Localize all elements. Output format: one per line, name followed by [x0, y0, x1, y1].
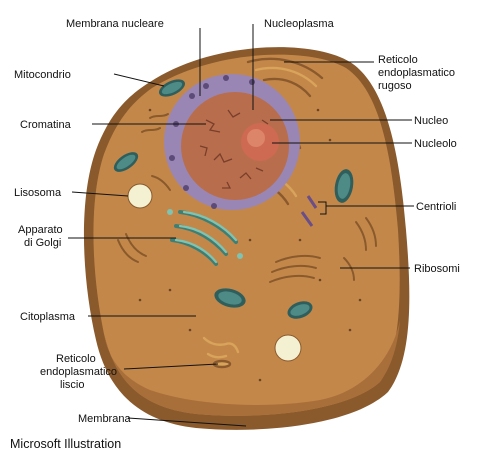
lysosome-lower — [274, 334, 302, 362]
label-nucleolo: Nucleolo — [414, 138, 457, 150]
smooth-er — [202, 336, 240, 369]
nucleolus-highlight — [247, 129, 265, 147]
label-nucleo: Nucleo — [414, 115, 448, 127]
label-reticolo-rugoso-line3: rugoso — [378, 80, 412, 92]
label-reticolo-rugoso-line2: endoplasmatico — [378, 67, 455, 79]
label-nucleoplasma: Nucleoplasma — [264, 18, 335, 30]
ribosomes — [138, 108, 362, 382]
label-reticolo-liscio: Reticolo endoplasmatico liscio — [40, 353, 120, 391]
label-centrioli: Centrioli — [416, 201, 456, 213]
label-cromatina: Cromatina — [20, 119, 72, 131]
chromatin — [199, 109, 269, 189]
label-apparato-golgi: Apparato di Golgi — [18, 224, 66, 249]
label-membrana: Membrana — [78, 413, 131, 425]
credit-text: Microsoft Illustration — [10, 437, 121, 451]
label-apparato-golgi-line1: Apparato — [18, 224, 63, 236]
label-membrana-nucleare: Membrana nucleare — [66, 18, 164, 30]
label-reticolo-rugoso-line1: Reticolo — [378, 54, 418, 66]
label-reticolo-liscio-line2: endoplasmatico — [40, 366, 117, 378]
lysosome — [127, 183, 153, 209]
nucleoplasm — [181, 92, 289, 200]
label-lisosoma: Lisosoma — [14, 187, 62, 199]
label-mitocondrio: Mitocondrio — [14, 69, 71, 81]
label-citoplasma: Citoplasma — [20, 311, 76, 323]
label-apparato-golgi-line2: di Golgi — [24, 237, 61, 249]
label-reticolo-liscio-line3: liscio — [60, 379, 84, 391]
label-ribosomi: Ribosomi — [414, 263, 460, 275]
centrioles — [300, 195, 318, 227]
label-reticolo-liscio-line1: Reticolo — [56, 353, 96, 365]
golgi-apparatus — [167, 209, 243, 266]
mitochondria — [113, 79, 354, 319]
label-reticolo-rugoso: Reticolo endoplasmatico rugoso — [378, 54, 458, 92]
leader-lines — [68, 24, 414, 427]
